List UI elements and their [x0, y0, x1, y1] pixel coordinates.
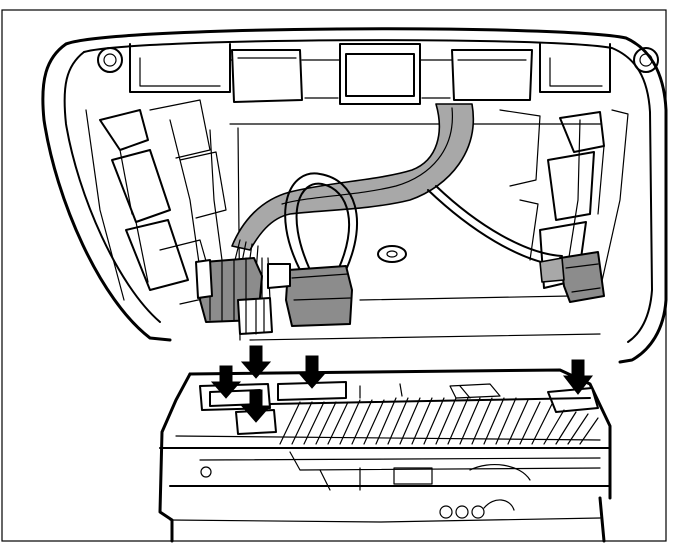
socket-right — [547, 387, 599, 413]
down-arrow-icon — [562, 359, 594, 395]
wiring-harness — [231, 103, 563, 301]
connector-small — [237, 297, 273, 335]
down-arrow-icon — [240, 389, 272, 423]
connector-right — [559, 251, 605, 303]
connector-middle — [285, 265, 353, 327]
connection-arrows — [210, 345, 594, 423]
down-arrow-icon — [240, 345, 272, 379]
radio-unit — [158, 368, 612, 543]
down-arrow-icon — [296, 355, 328, 389]
connectors — [195, 251, 605, 335]
socket-middle — [277, 381, 347, 401]
down-arrow-icon — [210, 365, 242, 399]
heat-sink-fins — [175, 383, 601, 445]
dashboard-housing — [41, 27, 668, 364]
